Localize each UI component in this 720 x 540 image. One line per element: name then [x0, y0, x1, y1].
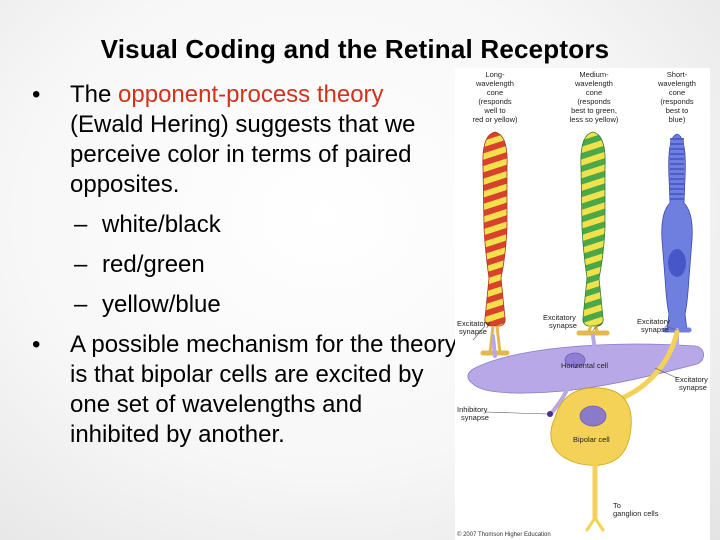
bullet-text: A possible mechanism for the theory is t…	[70, 331, 457, 448]
cone-desc-line: best to green,	[571, 106, 617, 115]
to-ganglion-label: To	[613, 501, 621, 510]
cone-label-line: Long-	[485, 70, 505, 79]
cone-label-line: cone	[669, 88, 685, 97]
sub-text: yellow/blue	[102, 291, 221, 318]
subitem-yellow-blue: – yellow/blue	[28, 290, 458, 320]
excitatory-synapse-left-label: synapse	[459, 327, 487, 336]
copyright-label: © 2007 Thomson Higher Education	[457, 531, 551, 538]
cone-desc-line: (responds	[478, 97, 512, 106]
cone-desc-line: red or yellow)	[472, 115, 518, 124]
subitem-white-black: – white/black	[28, 210, 458, 240]
cone-label-line: Medium-	[579, 70, 609, 79]
slide-title: Visual Coding and the Retinal Receptors	[100, 34, 610, 64]
cone-desc-line: (responds	[660, 97, 694, 106]
bipolar-cell	[550, 329, 680, 532]
sub-dash: –	[74, 211, 88, 238]
retina-diagram: Long- wavelength cone (responds well to …	[457, 70, 708, 538]
cone-desc-line: (responds	[577, 97, 611, 106]
cone-label-line: wavelength	[657, 79, 696, 88]
medium-wavelength-cone	[576, 131, 610, 336]
cone-label-line: wavelength	[574, 79, 613, 88]
sub-text: red/green	[102, 251, 205, 278]
sub-text: white/black	[102, 211, 221, 238]
short-wavelength-cone	[661, 133, 693, 333]
inhibitory-synapse-label: synapse	[461, 413, 489, 422]
bullet-prefix: The	[70, 81, 119, 108]
excitatory-synapse-mid-label: Excitatory	[543, 313, 576, 322]
excitatory-synapse-right-label: Excitatory	[637, 317, 670, 326]
opponent-process-highlight: opponent-process theory	[118, 81, 384, 108]
sub-dash: –	[74, 251, 88, 278]
cone-desc-line: best to	[666, 106, 689, 115]
excitatory-synapse-right-label: synapse	[641, 325, 669, 334]
medium-cone-label: Medium- wavelength cone (responds best t…	[570, 70, 619, 124]
cone-label-line: cone	[487, 88, 503, 97]
bullet-text: (Ewald Hering) suggests that we perceive…	[70, 111, 416, 198]
bullet-mechanism: • A possible mechanism for the theory is…	[28, 330, 458, 450]
long-wavelength-cone	[480, 131, 510, 356]
excitatory-synapse-lower-label: Excitatory	[675, 375, 708, 384]
annotation-lines	[472, 321, 678, 415]
excitatory-synapse-mid-label: synapse	[549, 321, 577, 330]
bipolar-cell-label: Bipolar cell	[573, 435, 610, 444]
subitem-red-green: – red/green	[28, 250, 458, 280]
cone-label-line: cone	[586, 88, 602, 97]
horizontal-cell-label: Horizontal cell	[561, 361, 608, 370]
bullet-marker: •	[32, 331, 41, 358]
slide-content: • The opponent-process theory (Ewald Her…	[28, 80, 458, 460]
cone-desc-line: well to	[483, 106, 505, 115]
excitatory-synapse-lower-label: synapse	[679, 383, 707, 392]
cone-desc-line: blue)	[669, 115, 686, 124]
bullet-opponent-process: • The opponent-process theory (Ewald Her…	[28, 80, 458, 200]
retinal-receptors-figure: Long- wavelength cone (responds well to …	[455, 68, 710, 540]
cone-desc-line: less so yellow)	[570, 115, 619, 124]
long-cone-label: Long- wavelength cone (responds well to …	[472, 70, 518, 124]
inhibitory-synapse-label: Inhibitory	[457, 405, 488, 414]
sub-dash: –	[74, 291, 88, 318]
short-cone-label: Short- wavelength cone (responds best to…	[657, 70, 696, 124]
bullet-marker: •	[32, 81, 41, 108]
cone-label-line: Short-	[667, 70, 688, 79]
to-ganglion-label: ganglion cells	[613, 509, 659, 518]
excitatory-synapse-left-label: Excitatory	[457, 319, 490, 328]
cone-label-line: wavelength	[475, 79, 514, 88]
